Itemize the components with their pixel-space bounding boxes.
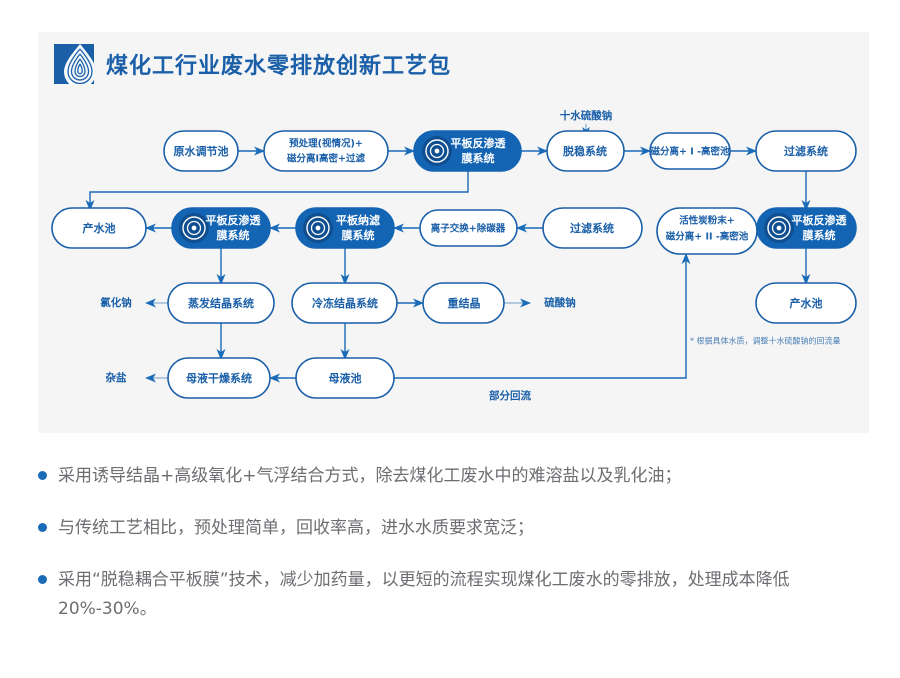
header: 煤化工行业废水零排放创新工艺包 bbox=[54, 44, 451, 84]
ripple-arcs-icon bbox=[64, 44, 94, 84]
bullet-list: 采用诱导结晶+高级氧化+气浮结合方式，除去煤化工废水中的难溶盐以及乳化油； 与传… bbox=[38, 462, 878, 647]
bullet-dot-icon bbox=[38, 522, 47, 532]
bullet-text: 与传统工艺相比，预处理简单，回收率高，进水水质要求宽泛； bbox=[58, 517, 534, 538]
svg-text:过滤系统: 过滤系统 bbox=[784, 144, 828, 158]
node-flat-nf-membrane[interactable]: 平板纳滤 膜系统 bbox=[295, 207, 395, 249]
list-item: 采用诱导结晶+高级氧化+气浮结合方式，除去煤化工废水中的难溶盐以及乳化油； bbox=[38, 462, 878, 492]
node-destabilization-system[interactable]: 脱稳系统 bbox=[546, 130, 625, 172]
svg-text:磁分离+ II -高密池: 磁分离+ II -高密池 bbox=[666, 231, 749, 243]
bullet-text: 采用诱导结晶+高级氧化+气浮结合方式，除去煤化工废水中的难溶盐以及乳化油； bbox=[58, 466, 682, 486]
svg-text:膜系统: 膜系统 bbox=[217, 228, 250, 242]
svg-text:产水池: 产水池 bbox=[790, 296, 823, 310]
node-freeze-crystallization[interactable]: 冷冻结晶系统 bbox=[291, 282, 398, 324]
svg-text:平板反渗透: 平板反渗透 bbox=[206, 213, 262, 227]
process-flow-diagram: 原水调节池 预处理(视情况)+ 磁分离Ⅰ高密+过滤 平板反渗透 膜系统 十水硫酸… bbox=[51, 109, 857, 402]
footnote: * 根据具体水质，调整十水硫酸钠的回流量 bbox=[690, 336, 841, 346]
svg-text:膜系统: 膜系统 bbox=[803, 228, 836, 242]
label-sodium-sulfate-feed: 十水硫酸钠 bbox=[560, 109, 613, 122]
svg-text:磁分离Ⅰ高密+过滤: 磁分离Ⅰ高密+过滤 bbox=[287, 153, 365, 165]
page-title: 煤化工行业废水零排放创新工艺包 bbox=[106, 54, 452, 79]
node-mother-liquor-tank[interactable]: 母液池 bbox=[295, 357, 395, 399]
bullet-dot-icon bbox=[38, 471, 47, 480]
svg-text:平板纳滤: 平板纳滤 bbox=[336, 213, 380, 227]
list-item: 与传统工艺相比，预处理简单，回收率高，进水水质要求宽泛； bbox=[38, 514, 878, 544]
svg-text:膜系统: 膜系统 bbox=[462, 151, 495, 165]
svg-text:脱稳系统: 脱稳系统 bbox=[563, 144, 607, 158]
svg-text:过滤系统: 过滤系统 bbox=[570, 221, 614, 235]
bullet-text: 采用“脱稳耦合平板膜”技术，减少加药量，以更短的流程实现煤化工废水的零排放，处理… bbox=[58, 569, 790, 620]
node-product-water-tank-2[interactable]: 产水池 bbox=[755, 282, 857, 324]
node-flat-ro-membrane-1[interactable]: 平板反渗透 膜系统 bbox=[413, 130, 522, 172]
node-filtration-system-2[interactable]: 过滤系统 bbox=[542, 207, 643, 249]
list-item: 采用“脱稳耦合平板膜”技术，减少加药量，以更短的流程实现煤化工废水的零排放，处理… bbox=[38, 566, 878, 626]
svg-text:平板反渗透: 平板反渗透 bbox=[451, 136, 507, 150]
node-ion-exchange-decarbonator[interactable]: 离子交换+除碳器 bbox=[419, 209, 518, 247]
svg-text:膜系统: 膜系统 bbox=[342, 228, 375, 242]
node-product-water-tank-1[interactable]: 产水池 bbox=[51, 207, 147, 249]
edge-recycle-to-r2n6 bbox=[394, 253, 691, 379]
svg-text:蒸发结晶系统: 蒸发结晶系统 bbox=[188, 296, 254, 310]
node-evaporation-crystallization[interactable]: 蒸发结晶系统 bbox=[167, 282, 275, 324]
output-mixed-salt: 杂盐 bbox=[106, 371, 127, 384]
node-raw-water-tank[interactable]: 原水调节池 bbox=[163, 130, 239, 172]
bullet-dot-icon bbox=[38, 574, 47, 584]
output-sodium-chloride: 氯化钠 bbox=[100, 296, 132, 309]
svg-text:冷冻结晶系统: 冷冻结晶系统 bbox=[312, 296, 378, 310]
svg-text:重结晶: 重结晶 bbox=[448, 296, 481, 310]
node-mother-liquor-drying[interactable]: 母液干燥系统 bbox=[167, 357, 271, 399]
svg-text:磁分离+ I -高密池: 磁分离+ I -高密池 bbox=[650, 146, 730, 158]
node-magnetic-separation-1[interactable]: 磁分离+ I -高密池 bbox=[649, 132, 731, 170]
svg-text:活性炭粉末+: 活性炭粉末+ bbox=[679, 215, 734, 227]
node-activated-carbon-magnetic-2[interactable]: 活性炭粉末+ 磁分离+ II -高密池 bbox=[656, 207, 758, 255]
svg-text:原水调节池: 原水调节池 bbox=[174, 144, 229, 158]
svg-text:离子交换+除碳器: 离子交换+除碳器 bbox=[431, 223, 506, 235]
water-ripple-logo-icon bbox=[54, 44, 94, 84]
label-partial-recycle: 部分回流 bbox=[489, 389, 531, 402]
node-pretreatment[interactable]: 预处理(视情况)+ 磁分离Ⅰ高密+过滤 bbox=[263, 130, 389, 172]
svg-text:平板反渗透: 平板反渗透 bbox=[792, 213, 848, 227]
node-flat-ro-membrane-2[interactable]: 平板反渗透 膜系统 bbox=[171, 207, 271, 249]
node-recrystallization[interactable]: 重结晶 bbox=[422, 282, 505, 324]
edge-r1n3-to-r2n1 bbox=[85, 171, 469, 211]
svg-text:预处理(视情况)+: 预处理(视情况)+ bbox=[289, 138, 363, 150]
slide-card: 煤化工行业废水零排放创新工艺包 bbox=[38, 32, 869, 433]
svg-text:母液池: 母液池 bbox=[329, 371, 362, 385]
output-sodium-sulfate: 硫酸钠 bbox=[544, 296, 576, 309]
node-flat-ro-membrane-3[interactable]: 平板反渗透 膜系统 bbox=[756, 207, 857, 249]
svg-text:母液干燥系统: 母液干燥系统 bbox=[186, 371, 252, 385]
node-filtration-system-1[interactable]: 过滤系统 bbox=[755, 130, 857, 172]
svg-text:产水池: 产水池 bbox=[83, 221, 116, 235]
